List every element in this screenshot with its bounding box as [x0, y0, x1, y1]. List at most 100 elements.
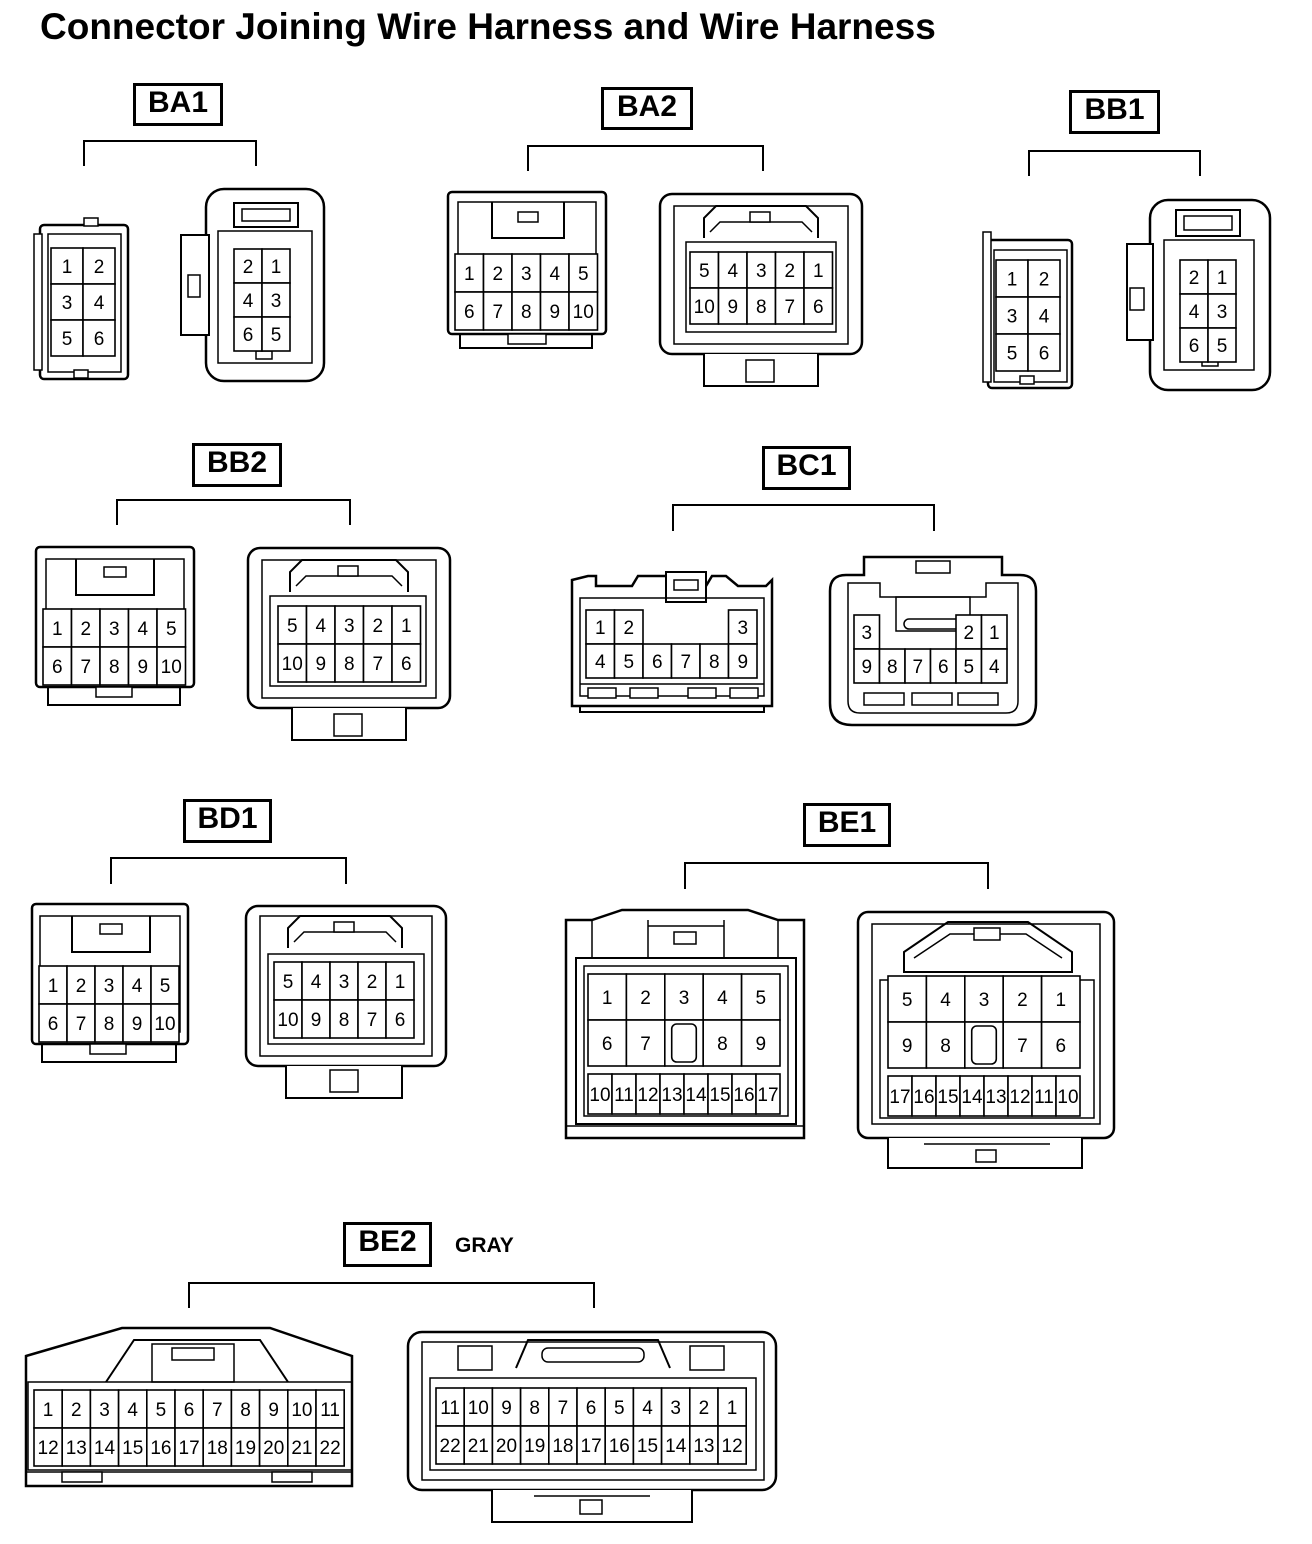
- terminal-cell: [202, 1389, 233, 1429]
- pin-6: 6: [938, 657, 949, 678]
- pin-6: 6: [395, 1010, 406, 1031]
- terminal-cell: [33, 1427, 64, 1467]
- blank-cavity: [670, 1023, 698, 1063]
- pin-5: 5: [160, 976, 171, 997]
- pin-2: 2: [80, 619, 91, 640]
- terminal-cell: [519, 1425, 550, 1465]
- pin-5: 5: [166, 619, 177, 640]
- pin-10: 10: [161, 657, 182, 678]
- pin-1: 1: [395, 972, 406, 993]
- terminal-cell: [604, 1425, 635, 1465]
- terminal-cell: [803, 251, 834, 289]
- bracket-ba2: [527, 145, 764, 171]
- pin-1: 1: [401, 616, 412, 637]
- pin-4: 4: [642, 1398, 653, 1419]
- pin-20: 20: [496, 1436, 517, 1457]
- pin-1: 1: [595, 618, 606, 639]
- terminal-cell: [887, 1021, 928, 1069]
- pin-10: 10: [277, 1010, 298, 1031]
- terminal-cell: [202, 1427, 233, 1467]
- pin-7: 7: [784, 297, 795, 318]
- pin-12: 12: [637, 1085, 658, 1106]
- pin-2: 2: [243, 257, 254, 278]
- pin-4: 4: [727, 261, 738, 282]
- pin-7: 7: [558, 1398, 569, 1419]
- pin-3: 3: [521, 264, 532, 285]
- pin-4: 4: [94, 293, 105, 314]
- terminal-cell: [632, 1425, 663, 1465]
- terminal-cell: [89, 1427, 120, 1467]
- terminal-cell: [511, 253, 542, 293]
- terminal-cell: [1055, 1075, 1081, 1117]
- pin-7: 7: [76, 1014, 87, 1035]
- pin-3: 3: [679, 988, 690, 1009]
- pin-4: 4: [940, 990, 951, 1011]
- pin-1: 1: [813, 261, 824, 282]
- pin-6: 6: [464, 302, 475, 323]
- pin-5: 5: [283, 972, 294, 993]
- pin-2: 2: [492, 264, 503, 285]
- pin-3: 3: [104, 976, 115, 997]
- pin-7: 7: [1017, 1036, 1028, 1057]
- pin-17: 17: [889, 1087, 910, 1108]
- terminal-cell: [587, 973, 628, 1021]
- terminal-cell: [604, 1387, 635, 1427]
- connector-label-bb1: BB1: [1069, 90, 1160, 134]
- terminal-cell: [755, 1073, 781, 1115]
- pin-9: 9: [861, 657, 872, 678]
- pin-5: 5: [156, 1400, 167, 1421]
- pin-6: 6: [1056, 1036, 1067, 1057]
- terminal-cell: [391, 643, 422, 683]
- pin-5: 5: [1007, 344, 1018, 365]
- terminal-cell: [731, 1073, 757, 1115]
- terminal-cell: [853, 648, 881, 684]
- pin-8: 8: [104, 1014, 115, 1035]
- terminal-cell: [61, 1389, 92, 1429]
- pin-18: 18: [207, 1438, 228, 1459]
- bracket-be1: [684, 862, 989, 889]
- terminal-cell: [334, 643, 365, 683]
- terminal-cell: [803, 287, 834, 325]
- pin-3: 3: [109, 619, 120, 640]
- terminal-cell: [980, 614, 1008, 650]
- terminal-cell: [548, 1425, 578, 1465]
- pin-4: 4: [315, 616, 326, 637]
- pin-20: 20: [263, 1438, 284, 1459]
- pin-11: 11: [440, 1398, 460, 1419]
- bracket-be2: [188, 1282, 595, 1308]
- pin-9: 9: [549, 302, 560, 323]
- terminal-cell: [174, 1427, 205, 1467]
- bracket-bb2: [116, 499, 351, 525]
- pin-10: 10: [282, 654, 303, 675]
- terminal-cell: [611, 1073, 637, 1115]
- pin-17: 17: [581, 1436, 602, 1457]
- terminal-cell: [156, 608, 187, 648]
- pin-16: 16: [733, 1085, 754, 1106]
- pin-2: 2: [367, 972, 378, 993]
- pin-19: 19: [235, 1438, 256, 1459]
- pin-16: 16: [609, 1436, 630, 1457]
- blank-cavity: [970, 1025, 998, 1065]
- terminal-cell: [911, 1075, 937, 1117]
- pin-10: 10: [573, 302, 594, 323]
- pin-5: 5: [62, 329, 73, 350]
- pin-7: 7: [912, 657, 923, 678]
- pin-6: 6: [813, 297, 824, 318]
- pin-1: 1: [1217, 268, 1228, 289]
- terminal-cell: [391, 605, 422, 645]
- terminal-cell: [511, 291, 542, 331]
- terminal-cell: [613, 643, 644, 679]
- pin-3: 3: [99, 1400, 110, 1421]
- pin-15: 15: [122, 1438, 143, 1459]
- pin-8: 8: [109, 657, 120, 678]
- terminal-cell: [1002, 975, 1043, 1023]
- pin-6: 6: [602, 1034, 613, 1055]
- terminal-cell: [315, 1427, 346, 1467]
